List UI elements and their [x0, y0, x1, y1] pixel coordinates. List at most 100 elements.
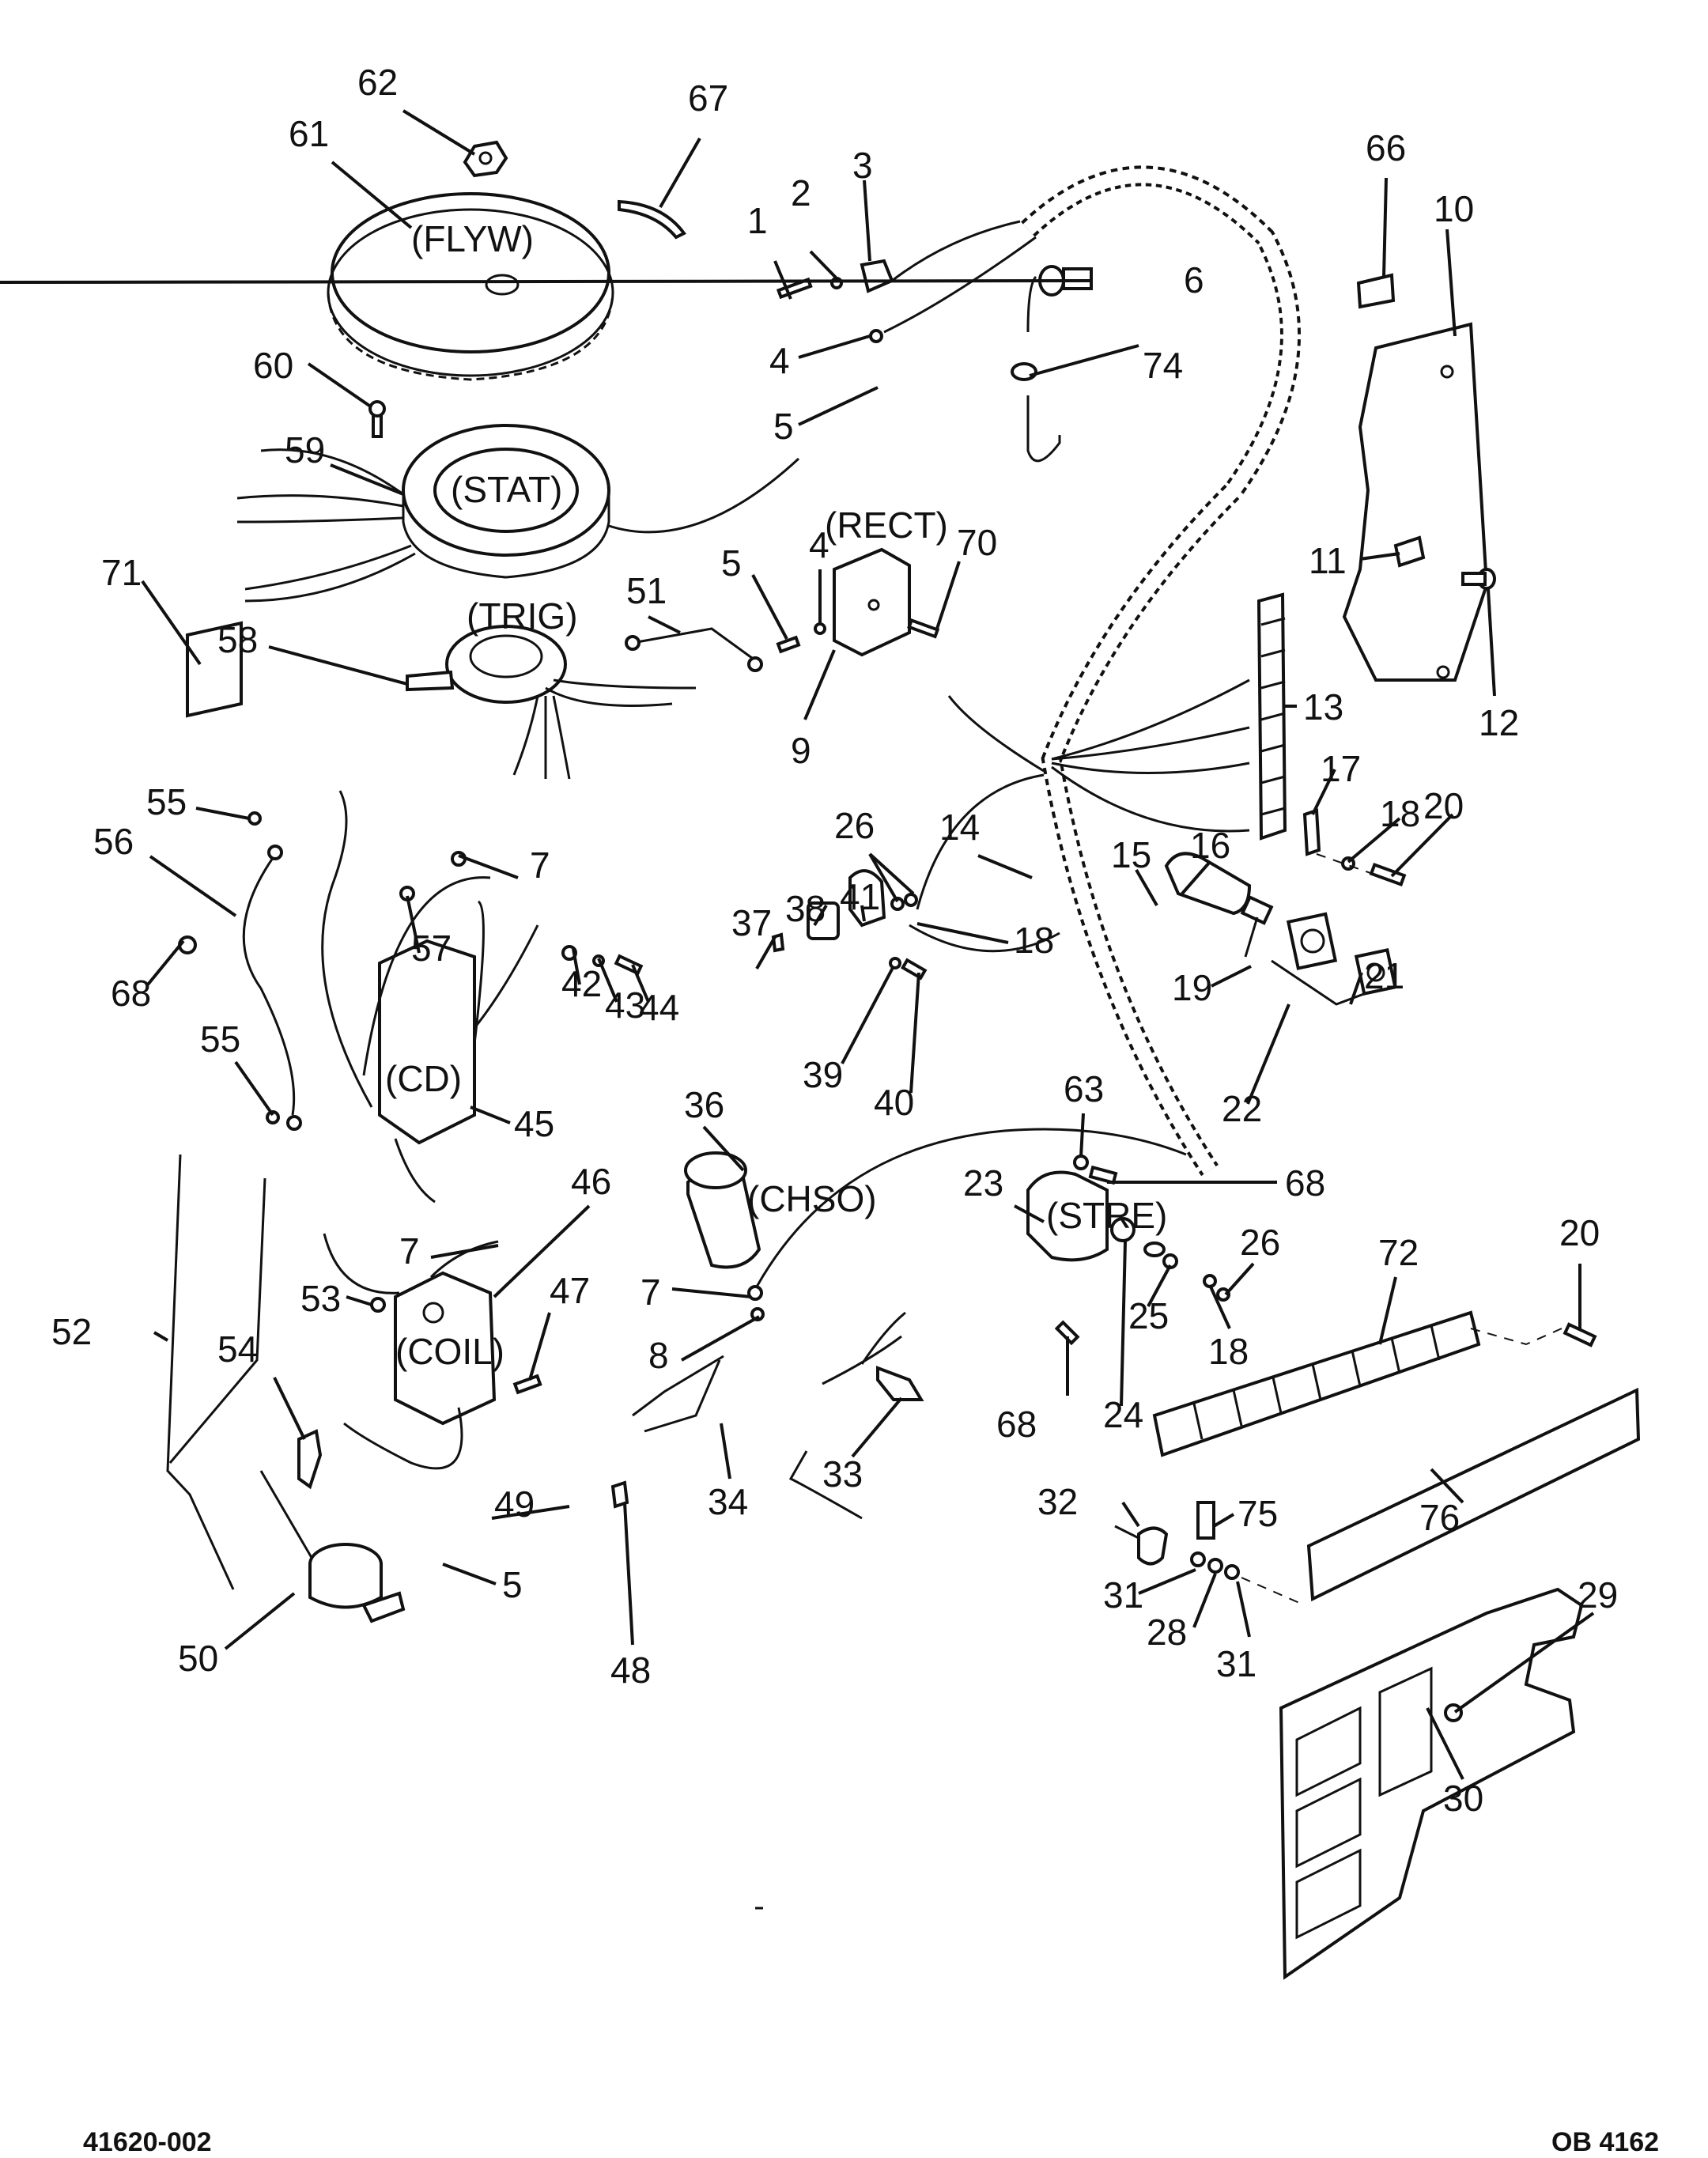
- starter-relay: [1026, 1155, 1230, 1346]
- coil: [323, 1233, 499, 1470]
- switch-plates-21-22: [1271, 912, 1397, 1006]
- stator-wires: [236, 448, 800, 603]
- boot-54: [297, 1429, 323, 1490]
- chso: [684, 1151, 761, 1269]
- callout: 49: [494, 1483, 535, 1525]
- callout: 5: [502, 1564, 523, 1605]
- callout: 4: [769, 340, 790, 381]
- callout: 4: [809, 524, 829, 565]
- clip-33: [876, 1366, 924, 1401]
- callout: 61: [289, 113, 329, 154]
- retainer-66: [1356, 273, 1396, 309]
- callout: 53: [300, 1278, 341, 1319]
- label-cd: (CD): [385, 1058, 462, 1099]
- ground-wires-52: [166, 1154, 349, 1591]
- ground-wire-51: [625, 627, 763, 672]
- callout: 24: [1103, 1394, 1143, 1435]
- callout: 7: [399, 1230, 420, 1272]
- callout: 76: [1419, 1497, 1460, 1538]
- label-flyw: (FLYW): [411, 218, 534, 259]
- key-switch-16: [1164, 852, 1274, 958]
- drawing-number: 41620-002: [83, 2127, 212, 2157]
- flywheel-nut: [463, 140, 508, 178]
- label-stat: (STAT): [451, 469, 562, 510]
- callout: 18: [1208, 1331, 1249, 1372]
- callout-numbers: 62 67 61 1 2 3 6 66 10 4 74 60 5 59 4 70…: [51, 62, 1618, 1819]
- callout: 5: [773, 406, 794, 447]
- callout: 37: [731, 902, 772, 943]
- callout: 68: [1285, 1162, 1325, 1204]
- callout: 19: [1172, 967, 1212, 1008]
- callout: 47: [550, 1270, 590, 1311]
- coil-screw-47: [512, 1374, 542, 1395]
- label-rect: (RECT): [825, 505, 948, 546]
- callout: 74: [1143, 345, 1183, 386]
- stud-32-washers: [1114, 1525, 1306, 1606]
- screw-12: [1461, 568, 1496, 590]
- callout: 62: [357, 62, 398, 103]
- callout: 5: [721, 542, 742, 584]
- callout: 20: [1559, 1212, 1600, 1253]
- callout: 23: [963, 1162, 1003, 1204]
- callout: 68: [111, 973, 151, 1014]
- callout: 44: [639, 987, 679, 1028]
- label-stre: (STRE): [1046, 1195, 1167, 1236]
- callout: 21: [1364, 955, 1404, 996]
- terminal-block-13: [1256, 592, 1287, 841]
- callout: 9: [791, 730, 811, 771]
- callout: 18: [1380, 793, 1420, 834]
- callout: 71: [101, 552, 142, 593]
- callout: 15: [1111, 834, 1151, 875]
- bracket-10: [1342, 322, 1489, 682]
- callout: 66: [1366, 127, 1406, 168]
- fuse-block-72: [1152, 1310, 1563, 1457]
- callout: 28: [1147, 1612, 1187, 1653]
- callout: 70: [957, 522, 997, 563]
- callout: 10: [1434, 188, 1474, 229]
- callout: 30: [1443, 1778, 1483, 1819]
- callout: 58: [217, 619, 258, 660]
- callout: 46: [571, 1161, 611, 1202]
- callout: 32: [1037, 1481, 1078, 1522]
- callout: 20: [1423, 785, 1464, 826]
- ground-wire-56: [242, 811, 302, 1131]
- terminal-48: [610, 1480, 629, 1509]
- relay-38-41: [771, 869, 928, 981]
- callout: 68: [996, 1404, 1037, 1445]
- callout: 26: [834, 805, 875, 846]
- screw-20b: [1563, 1322, 1597, 1347]
- label-chso: (CHSO): [747, 1178, 877, 1219]
- callout: 59: [285, 429, 325, 471]
- callout: 52: [51, 1311, 92, 1352]
- callout: 56: [93, 821, 134, 862]
- callout: 3: [852, 145, 873, 186]
- cd-module: [321, 790, 539, 1204]
- callout: 50: [178, 1638, 218, 1679]
- callout: 39: [803, 1054, 843, 1095]
- callout: 6: [1184, 259, 1204, 300]
- callout: 8: [648, 1335, 669, 1376]
- callout: 14: [939, 807, 980, 848]
- callout: 11: [1309, 540, 1347, 581]
- decal: [186, 621, 243, 718]
- strip-76: [1306, 1387, 1641, 1602]
- rectifier: [833, 547, 911, 657]
- spark-wire-6: [1011, 265, 1093, 463]
- callout: 31: [1216, 1643, 1256, 1684]
- harness-branches: [750, 678, 1250, 1298]
- battery-cables: [632, 1285, 906, 1520]
- callout: 34: [708, 1481, 748, 1522]
- callout: 36: [684, 1084, 724, 1125]
- callout: 17: [1321, 748, 1361, 789]
- clamp-11: [1393, 535, 1426, 568]
- callout: 38: [785, 888, 826, 929]
- callout: 43: [605, 985, 645, 1026]
- callout: 45: [514, 1103, 554, 1144]
- callout: 22: [1222, 1088, 1262, 1129]
- callout: 7: [640, 1272, 661, 1313]
- leader-lines: [0, 109, 1595, 1780]
- flywheel: [327, 192, 614, 381]
- callout: 7: [530, 845, 550, 886]
- flywheel-key: [618, 199, 687, 240]
